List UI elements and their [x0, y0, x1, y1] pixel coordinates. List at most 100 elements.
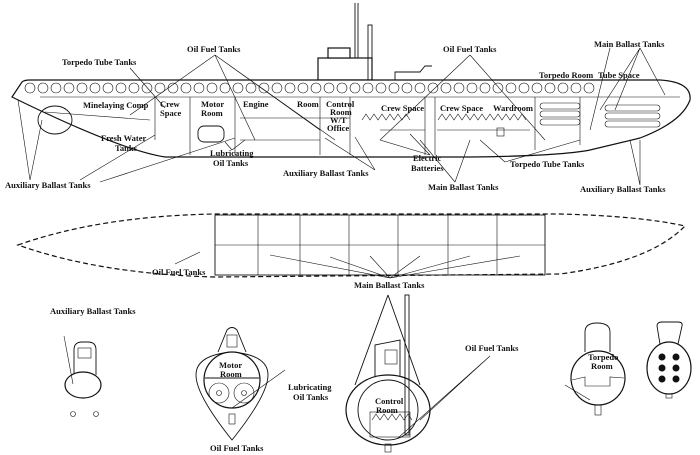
keel-torpedo: [594, 404, 602, 416]
casing-circle: [427, 82, 439, 94]
label-cs-motor-room-2: Room: [220, 369, 242, 379]
label-crew-space-aft: Crew: [160, 99, 181, 109]
casing-circle: [102, 82, 114, 94]
motor-right: [233, 382, 255, 404]
battery-cells-cs: [371, 413, 413, 421]
casing-circle: [271, 82, 283, 94]
deck-casing-circles: [24, 82, 595, 94]
motor-left: [208, 382, 230, 404]
label-cs-lubricating-oil-tanks-2: Oil Tanks: [293, 392, 329, 402]
cross-section-motor-room: Motor Room Lubricating Oil Tanks Oil Fue…: [195, 327, 332, 453]
torpedo-tube-bow-1: [658, 353, 666, 361]
casing-circle: [180, 82, 192, 94]
label-main-ballast-tanks-top: Main Ballast Tanks: [594, 39, 665, 49]
keel-bow: [665, 393, 673, 399]
casing-circle: [219, 82, 231, 94]
casing-circle: [245, 82, 257, 94]
casing-circle: [297, 82, 309, 94]
casing-circle: [76, 82, 88, 94]
motor-outer-hull: [195, 351, 269, 441]
label-cs-torpedo-room-2: Room: [591, 361, 613, 371]
torpedo-tube-2: [604, 112, 661, 120]
leader-aux: [63, 335, 74, 385]
cross-section-bow-tubes: [646, 321, 692, 399]
label-tube-space: Tube Space: [598, 70, 640, 80]
casing-circle: [128, 82, 140, 94]
torpedo-tube-bow-4: [672, 364, 680, 372]
hatch-motor: [226, 334, 238, 348]
battery-cs: [369, 411, 411, 438]
battery-cells: [361, 113, 527, 121]
casing-circle: [401, 82, 413, 94]
casing-circle: [479, 82, 491, 94]
casing-circle: [193, 82, 205, 94]
label-lubricating-oil-tanks-2: Oil Tanks: [213, 158, 249, 168]
label-cs-lubricating-oil-tanks: Lubricating: [288, 382, 332, 392]
decks: [44, 111, 530, 141]
label-main-ballast-tanks-bottom: Main Ballast Tanks: [428, 182, 499, 192]
casing-circle: [362, 82, 374, 94]
label-plan-main-ballast-tanks: Main Ballast Tanks: [354, 280, 425, 290]
label-cs-control-room: Control: [375, 396, 404, 406]
label-engine-room: Room: [297, 99, 319, 109]
bow-casing: [656, 321, 683, 345]
casing-circle: [232, 82, 244, 94]
casing-circle: [557, 82, 569, 94]
torpedo-3: [539, 118, 581, 126]
stern-casing: [73, 341, 97, 375]
label-cs-torpedo-room: Torpedo: [588, 352, 618, 362]
hatch-stern: [77, 347, 92, 359]
casing-circle: [375, 82, 387, 94]
casing-circle: [89, 82, 101, 94]
label-wardroom: Wardroom: [493, 103, 533, 113]
torpedo-tube-bow-3: [658, 364, 666, 372]
label-torpedo-tube-tanks-aft: Torpedo Tube Tanks: [62, 57, 137, 67]
casing-circle: [141, 82, 153, 94]
casing-circle: [453, 82, 465, 94]
label-crew-space-2: Crew Space: [440, 103, 483, 113]
label-oil-fuel-tanks-fwd: Oil Fuel Tanks: [443, 44, 497, 54]
conning-tower: [317, 57, 373, 81]
tower-body: [374, 339, 401, 380]
motor-casing: [217, 327, 247, 353]
casing-circle: [440, 82, 452, 94]
label-wt-office: W/T: [330, 115, 347, 125]
motor-right-shaft: [241, 390, 247, 396]
casing-circle: [310, 82, 322, 94]
tower-outline: [354, 294, 421, 386]
casing-circle: [388, 82, 400, 94]
casing-circle: [37, 82, 49, 94]
hatch-control: [384, 349, 398, 365]
label-cs-control-room-2: Room: [376, 405, 398, 415]
torpedo-room-deck: [571, 376, 625, 387]
label-cs-oil-fuel-tanks-motor: Oil Fuel Tanks: [210, 443, 264, 453]
casing-circle: [349, 82, 361, 94]
torpedo-tube-1: [604, 104, 661, 112]
casing-circle: [492, 82, 504, 94]
hull-side: [11, 79, 691, 158]
leader-lube: [231, 369, 286, 409]
casing-circle: [323, 82, 335, 94]
label-minelaying-comp: Minelaying Comp: [83, 100, 149, 110]
label-wt-office-2: Office: [327, 123, 349, 133]
torpedo-tube-3: [604, 120, 661, 128]
torpedo-1: [539, 102, 581, 110]
leader-torpedo-oil: [564, 384, 591, 401]
casing-circle: [544, 82, 556, 94]
periscope-cs: [404, 294, 410, 436]
label-oil-fuel-tanks-aft: Oil Fuel Tanks: [187, 44, 241, 54]
bridge: [327, 47, 351, 59]
casing-circle: [505, 82, 517, 94]
hatch: [496, 127, 505, 137]
label-cs-auxiliary-ballast-tanks: Auxiliary Ballast Tanks: [50, 306, 136, 316]
bow-hull: [646, 341, 692, 395]
torpedo-tube-bow-2: [672, 353, 680, 361]
casing-circle: [258, 82, 270, 94]
label-auxiliary-ballast-tanks-aft: Auxiliary Ballast Tanks: [5, 180, 91, 190]
label-plan-oil-fuel-tanks: Oil Fuel Tanks: [152, 267, 206, 277]
casing-circle: [24, 82, 36, 94]
label-electric-batteries: Electric: [413, 153, 442, 163]
casing-circle: [583, 82, 595, 94]
label-motor-room: Motor: [201, 99, 224, 109]
side-view: Torpedo Tube Tanks Oil Fuel Tanks Oil Fu…: [5, 3, 691, 194]
